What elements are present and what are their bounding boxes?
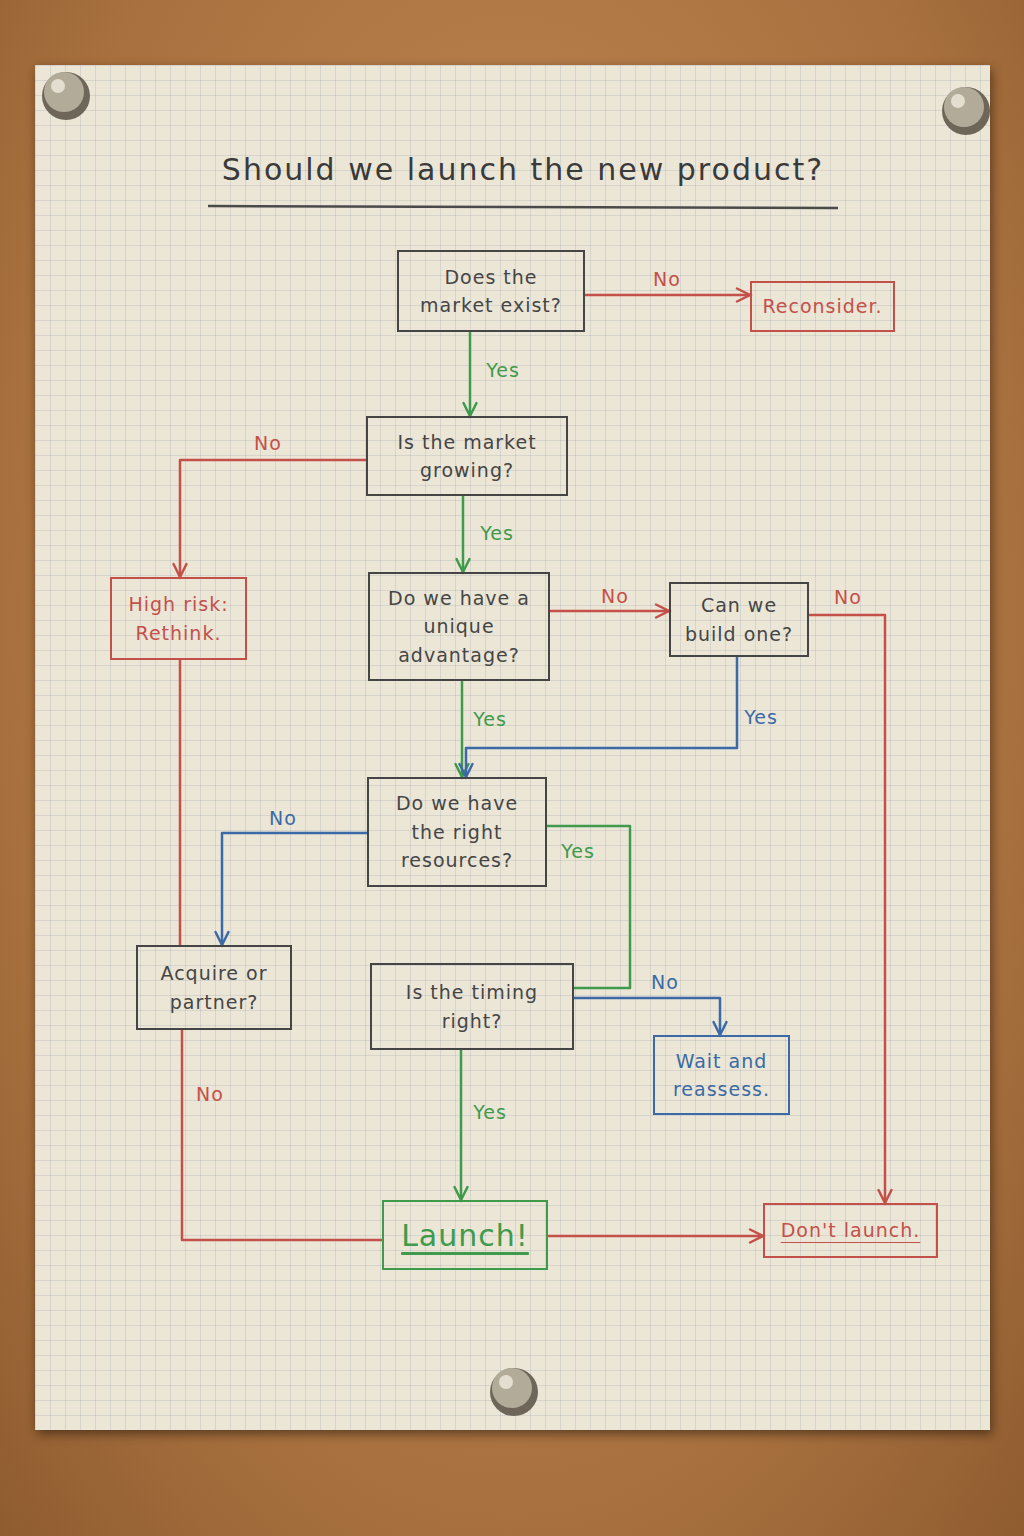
edge-label: No bbox=[653, 268, 681, 290]
edge-label: No bbox=[601, 585, 629, 607]
node-text: Don't launch. bbox=[781, 1216, 921, 1245]
process-box: Acquire or partner? bbox=[136, 945, 292, 1030]
flow-connector bbox=[585, 294, 750, 297]
process-box: Can we build one? bbox=[669, 582, 809, 657]
arrow-head bbox=[174, 564, 187, 577]
node-text: Can we build one? bbox=[679, 591, 799, 648]
process-box: Don't launch. bbox=[763, 1203, 938, 1258]
flow-connector bbox=[550, 610, 669, 613]
flow-connector bbox=[809, 615, 885, 1203]
edge-label: Yes bbox=[473, 708, 507, 730]
arrow-head bbox=[879, 1190, 892, 1203]
node-text: Acquire or partner? bbox=[146, 959, 282, 1016]
process-box: Is the market growing? bbox=[366, 416, 568, 496]
flow-connector bbox=[469, 332, 472, 416]
flow-connector bbox=[179, 660, 182, 945]
edge-label: No bbox=[254, 432, 282, 454]
flow-connector bbox=[180, 460, 366, 577]
arrow-head bbox=[750, 1230, 763, 1243]
flow-connector bbox=[182, 1030, 382, 1240]
node-text: Does the market exist? bbox=[407, 263, 575, 320]
arrow-head bbox=[460, 764, 473, 777]
arrow-head bbox=[656, 605, 669, 618]
node-text: Is the timing right? bbox=[380, 978, 564, 1035]
edge-label: Yes bbox=[561, 840, 595, 862]
node-text: Do we have the right resources? bbox=[377, 789, 537, 875]
process-box: Do we have a unique advantage? bbox=[368, 572, 550, 681]
push-pin bbox=[942, 87, 990, 135]
arrow-head bbox=[464, 403, 477, 416]
diagram-title: Should we launch the new product? bbox=[208, 152, 838, 187]
node-text: Launch! bbox=[401, 1213, 529, 1258]
process-box: Reconsider. bbox=[750, 281, 895, 332]
process-box: Do we have the right resources? bbox=[367, 777, 547, 887]
edge-label: No bbox=[269, 807, 297, 829]
process-box: Does the market exist? bbox=[397, 250, 585, 332]
process-box: Wait and reassess. bbox=[653, 1035, 790, 1115]
node-text: Wait and reassess. bbox=[663, 1047, 780, 1104]
push-pin bbox=[42, 72, 90, 120]
edge-label: Yes bbox=[473, 1101, 507, 1123]
edge-label: No bbox=[834, 586, 862, 608]
terminal-box: Launch! bbox=[382, 1200, 548, 1270]
node-text: Is the market growing? bbox=[376, 428, 558, 485]
push-pin bbox=[490, 1368, 538, 1416]
arrow-head bbox=[455, 1187, 468, 1200]
flow-connector bbox=[460, 1050, 463, 1200]
flow-connector bbox=[548, 1235, 763, 1238]
node-text: Do we have a unique advantage? bbox=[378, 584, 540, 670]
flow-connector bbox=[461, 681, 464, 777]
process-box: High risk: Rethink. bbox=[110, 577, 247, 660]
flow-connector bbox=[222, 833, 367, 945]
flow-connector bbox=[574, 998, 720, 1035]
edge-label: No bbox=[196, 1083, 224, 1105]
edge-label: Yes bbox=[744, 706, 778, 728]
edge-label: Yes bbox=[486, 359, 520, 381]
edge-label: Yes bbox=[480, 522, 514, 544]
flow-connector bbox=[466, 657, 737, 777]
node-text: Reconsider. bbox=[762, 292, 882, 321]
arrow-head bbox=[714, 1022, 727, 1035]
title-underline bbox=[208, 206, 838, 208]
arrow-head bbox=[737, 289, 750, 302]
edge-label: No bbox=[651, 971, 679, 993]
arrow-head bbox=[216, 932, 229, 945]
flow-connector bbox=[462, 496, 465, 572]
arrow-head bbox=[457, 559, 470, 572]
node-text: High risk: Rethink. bbox=[120, 590, 237, 647]
process-box: Is the timing right? bbox=[370, 963, 574, 1050]
